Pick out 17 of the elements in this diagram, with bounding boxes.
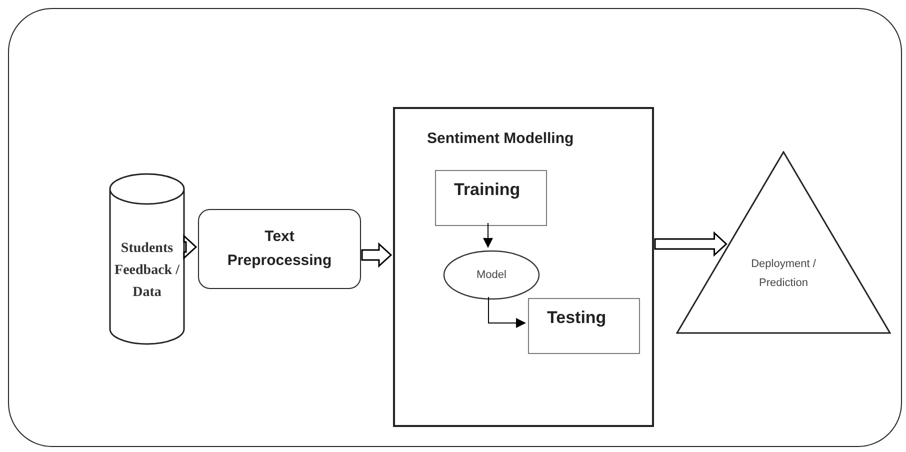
node-label: Text Preprocessing [227, 227, 332, 271]
arrow [483, 222, 493, 248]
hollow-arrow [361, 242, 392, 268]
node-label: Sentiment Modelling [427, 130, 574, 147]
node-label: Training [454, 179, 520, 201]
hollow-arrow [654, 231, 728, 257]
node-label: Students Feedback / Data [114, 240, 180, 302]
node-label: Deployment / Prediction [750, 257, 817, 291]
process-box [198, 209, 361, 289]
arrow [488, 296, 526, 328]
group-box [393, 107, 654, 427]
node-label: Model [476, 268, 506, 283]
hollow-arrow [183, 234, 198, 260]
process-box [435, 170, 547, 226]
frame-border [8, 8, 902, 447]
node-label: Testing [547, 307, 606, 329]
process-box [528, 298, 640, 354]
